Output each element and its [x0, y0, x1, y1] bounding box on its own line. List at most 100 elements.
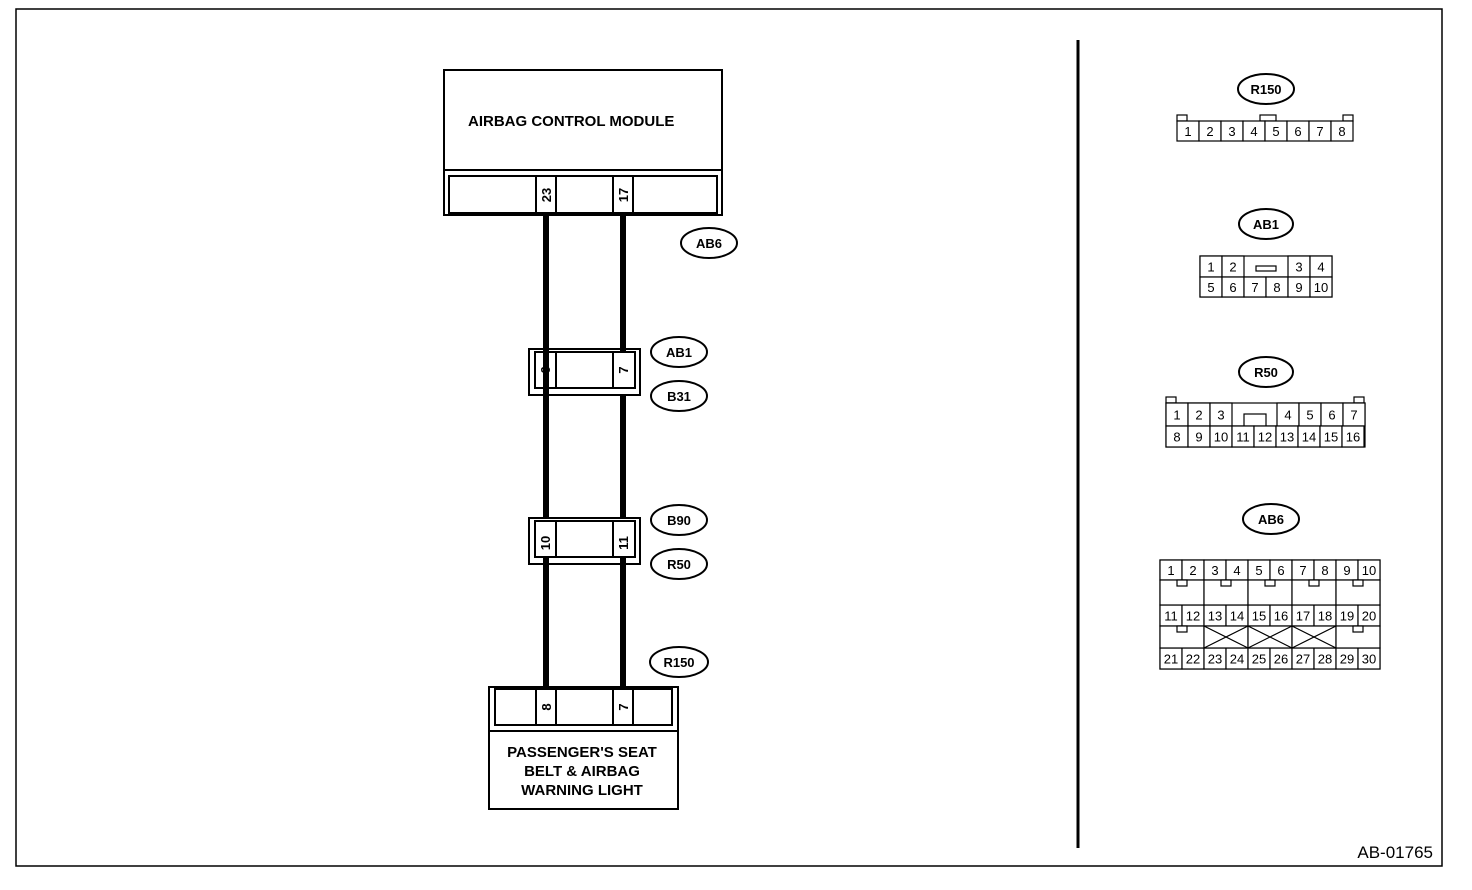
r150-pin-2-label: 2: [1206, 124, 1213, 139]
svg-text:AB6: AB6: [1258, 512, 1284, 527]
passenger-seat-belt-airbag-warning-light: 8 7 PASSENGER'S SEAT BELT & AIRBAG WARNI…: [488, 686, 679, 810]
ab6-slot-b4-cross-line: [1291, 625, 1337, 649]
ab6-pin-19-label: 19: [1340, 609, 1354, 624]
ab6-pin-27-label: 27: [1296, 652, 1310, 667]
r150-pin-8-label: 8: [1338, 124, 1345, 139]
connector-label-ab1: AB1: [650, 336, 708, 368]
r50-pin-12-label: 12: [1258, 430, 1272, 445]
ab6-pin-24-label: 24: [1230, 652, 1244, 667]
connector-label-r150: R150: [649, 646, 709, 678]
figure-frame: [15, 8, 1443, 867]
r50-pin-9-label: 9: [1195, 430, 1202, 445]
ab6-slot-a2-lock: [1220, 579, 1232, 587]
ab6-pin-11-label: 11: [1164, 609, 1178, 624]
ab6-pin-22-label: 22: [1186, 652, 1200, 667]
r50-pin-7-label: 7: [1350, 408, 1357, 423]
connector-label-r50: R50: [650, 548, 708, 580]
r150-pin-5-label: 5: [1272, 124, 1279, 139]
ab6-slot-b5-lock: [1352, 625, 1364, 633]
r150-pin-4-label: 4: [1250, 124, 1257, 139]
ab1-pin-3-label: 3: [1295, 260, 1302, 275]
ab1-pin-7-label: 7: [1251, 280, 1258, 295]
ab1-pin-2-label: 2: [1229, 260, 1236, 275]
ab6-slot-b2-cross-line: [1203, 625, 1249, 649]
light-title-line-1: PASSENGER'S SEAT: [507, 744, 657, 761]
r50-pin-6-label: 6: [1328, 408, 1335, 423]
r50-pin-4-label: 4: [1284, 408, 1291, 423]
joint1-pin-7: 7: [616, 366, 631, 373]
ab6-pin-2-label: 2: [1189, 563, 1196, 578]
svg-text:R150: R150: [1250, 82, 1281, 97]
r150-pin-7-label: 7: [1316, 124, 1323, 139]
svg-text:R50: R50: [1254, 365, 1278, 380]
ab1-pin-6-label: 6: [1229, 280, 1236, 295]
ab1-pin-9-label: 9: [1295, 280, 1302, 295]
ab6-pin-6-label: 6: [1277, 563, 1284, 578]
ab6-pin-20-label: 20: [1362, 609, 1376, 624]
ab6-pin-29-label: 29: [1340, 652, 1354, 667]
connector-label-b90: B90: [650, 504, 708, 536]
ab6-pin-4-label: 4: [1233, 563, 1240, 578]
light-title-line-3: WARNING LIGHT: [521, 782, 643, 799]
r150-pin-6-label: 6: [1294, 124, 1301, 139]
ab6-pin-3-label: 3: [1211, 563, 1218, 578]
connector-label-ab6: AB6: [680, 227, 738, 259]
svg-text:B31: B31: [667, 389, 691, 404]
ab6-pin-5-label: 5: [1255, 563, 1262, 578]
ab6-pin-1-label: 1: [1167, 563, 1174, 578]
ab1-pin-10-cell: [1309, 276, 1333, 298]
ab6-slot-a4-lock: [1308, 579, 1320, 587]
r50-pin-11-label: 11: [1236, 430, 1250, 445]
r150-pin-1-label: 1: [1184, 124, 1191, 139]
ab6-pin-14-label: 14: [1230, 609, 1244, 624]
airbag-control-module: AIRBAG CONTROL MODULE 23 17: [443, 69, 723, 216]
r150-pin-8-cell: [1330, 120, 1354, 142]
ab6-pin-12-label: 12: [1186, 609, 1200, 624]
light-pin-8: 8: [539, 703, 554, 710]
ab6-slot-b1-lock: [1176, 625, 1188, 633]
r50-pin-1-label: 1: [1173, 408, 1180, 423]
r50-pin-10-label: 10: [1214, 430, 1228, 445]
ab6-pin-15-label: 15: [1252, 609, 1266, 624]
r50-pin-16-cell: [1341, 425, 1365, 448]
ab6-slot-a1-lock: [1176, 579, 1188, 587]
joint2-pin-10: 10: [538, 536, 553, 550]
ab6-pin-26-label: 26: [1274, 652, 1288, 667]
ab6-pin-23-label: 23: [1208, 652, 1222, 667]
joint-connector-ab1-b31: 6 7: [528, 348, 641, 396]
figure-code: AB-01765: [1357, 843, 1433, 862]
connector-label-b31: B31: [650, 380, 708, 412]
ab1-pin-5-label: 5: [1207, 280, 1214, 295]
joint-connector-b90-r50: 10 11: [528, 517, 641, 565]
ab6-pin-18-label: 18: [1318, 609, 1332, 624]
r50-pin-2-label: 2: [1195, 408, 1202, 423]
module-pin-17: 17: [616, 188, 631, 202]
svg-text:AB1: AB1: [666, 345, 692, 360]
ab6-slot-a5-lock: [1352, 579, 1364, 587]
svg-text:R150: R150: [663, 655, 694, 670]
ab1-pin-10-label: 10: [1314, 280, 1328, 295]
ab6-pin-25-label: 25: [1252, 652, 1266, 667]
ab1-pin-1-label: 1: [1207, 260, 1214, 275]
module-title: AIRBAG CONTROL MODULE: [468, 113, 674, 130]
ab1-pin-4-label: 4: [1317, 260, 1324, 275]
ab6-pin-7-label: 7: [1299, 563, 1306, 578]
ab6-slot-a3-lock: [1264, 579, 1276, 587]
joint2-pin-11: 11: [616, 536, 631, 550]
ab6-pin-8-label: 8: [1321, 563, 1328, 578]
r150-pin-3-label: 3: [1228, 124, 1235, 139]
module-pin-23: 23: [539, 188, 554, 202]
ab6-pin-28-label: 28: [1318, 652, 1332, 667]
r50-pin-8-label: 8: [1173, 430, 1180, 445]
svg-text:B90: B90: [667, 513, 691, 528]
svg-text:R50: R50: [667, 557, 691, 572]
light-pin-7: 7: [616, 703, 631, 710]
ab6-pin-10-label: 10: [1362, 563, 1376, 578]
light-title-line-2: BELT & AIRBAG: [524, 763, 640, 780]
ab6-slot-b3-cross-line: [1247, 625, 1293, 649]
ab6-pin-13-label: 13: [1208, 609, 1222, 624]
r50-pin-16-label: 16: [1346, 430, 1360, 445]
